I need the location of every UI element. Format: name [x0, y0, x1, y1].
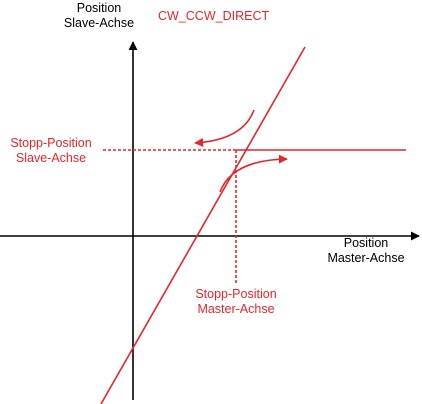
mode-label: CW_CCW_DIRECT [158, 9, 270, 23]
stop-master-label: Stopp-Position Master-Achse [195, 287, 277, 316]
x-axis-label: Position Master-Achse [327, 236, 405, 265]
cw-curved-arrow [219, 154, 288, 193]
y-axis-label: Position Slave-Achse [63, 1, 135, 30]
cam-line [100, 46, 306, 404]
ccw-curved-arrow [194, 109, 255, 147]
stop-slave-label: Stopp-Position Slave-Achse [10, 136, 92, 165]
